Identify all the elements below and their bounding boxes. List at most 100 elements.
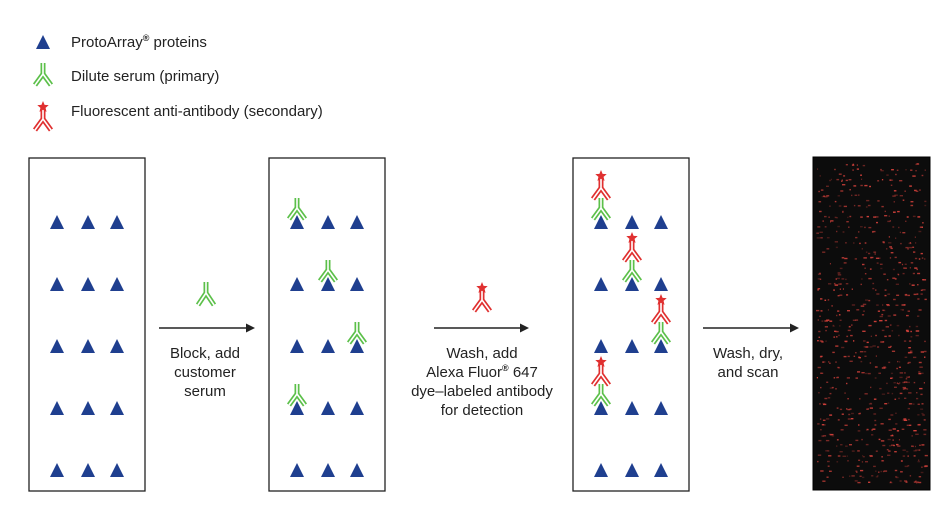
protein-triangle-icon: [321, 215, 335, 229]
added-primary-antibody-icon: [195, 282, 217, 307]
arrow-step-2: [434, 323, 529, 333]
protein-triangle-icon: [350, 401, 364, 415]
protein-triangle-icon: [81, 463, 95, 477]
fluor-star-icon: [626, 232, 638, 243]
protein-triangle-icon: [81, 339, 95, 353]
protein-triangle-icon: [594, 339, 608, 353]
protein-triangle-icon: [290, 277, 304, 291]
protein-triangle-icon: [654, 215, 668, 229]
bound-secondary-antibody-4: [590, 356, 612, 387]
protein-triangle-icon: [625, 401, 639, 415]
protein-triangle-icon: [350, 339, 364, 353]
legend-primary-antibody-icon: [32, 63, 54, 87]
protein-triangle-icon: [290, 463, 304, 477]
step-label-line: Alexa Fluor® 647: [426, 363, 538, 381]
fluor-star-icon: [37, 101, 49, 112]
protein-triangle-icon: [50, 401, 64, 415]
protein-triangle-icon: [594, 277, 608, 291]
array-panel-frame: [572, 157, 690, 492]
step-label-line: for detection: [441, 402, 524, 419]
protein-triangle-icon: [625, 277, 639, 291]
protein-triangle-icon: [321, 339, 335, 353]
scan-background: [812, 156, 931, 491]
bound-secondary-antibody-3: [650, 294, 672, 325]
protein-triangle-icon: [654, 463, 668, 477]
protein-triangle-icon: [110, 463, 124, 477]
protein-triangle-icon: [321, 401, 335, 415]
fluor-star-icon: [595, 356, 607, 367]
step-label-line: customer: [174, 364, 236, 381]
protein-triangle-icon: [50, 277, 64, 291]
array-panel-2: [268, 157, 386, 492]
protein-triangle-icon: [625, 463, 639, 477]
bound-primary-antibody-3: [650, 322, 672, 345]
protein-triangle-icon: [50, 463, 64, 477]
protein-triangle-icon: [654, 339, 668, 353]
protein-triangle-icon: [350, 215, 364, 229]
bound-primary-antibody-1: [286, 198, 308, 221]
legend-label-3: Fluorescent anti-antibody (secondary): [71, 103, 323, 120]
protein-triangle-icon: [625, 339, 639, 353]
protein-triangle-icon: [81, 215, 95, 229]
bound-primary-antibody-4: [590, 384, 612, 407]
bound-primary-antibody-4: [286, 384, 308, 407]
bound-primary-antibody-2: [317, 260, 339, 283]
step-label-line: Block, add: [170, 345, 240, 362]
bound-secondary-antibody-2: [621, 232, 643, 263]
protein-triangle-icon: [654, 401, 668, 415]
added-secondary-antibody-icon: [471, 282, 493, 313]
bound-secondary-antibody-1: [590, 170, 612, 201]
array-panel-frame: [28, 157, 146, 492]
protein-triangle-icon: [110, 401, 124, 415]
protein-triangle-icon: [110, 277, 124, 291]
protein-triangle-icon: [350, 463, 364, 477]
legend-protein-triangle-icon: [36, 35, 50, 49]
protein-triangle-icon: [594, 463, 608, 477]
legend-secondary-antibody-icon: [32, 101, 54, 132]
process-arrows: [159, 282, 799, 333]
arrow-step-1: [159, 323, 255, 333]
protein-triangle-icon: [290, 215, 304, 229]
protein-triangle-icon: [50, 215, 64, 229]
protein-triangle-icon: [350, 277, 364, 291]
bound-primary-antibody-2: [621, 260, 643, 283]
protein-triangle-icon: [290, 339, 304, 353]
protein-triangle-icon: [594, 401, 608, 415]
legend-label-1: ProtoArray® proteins: [71, 33, 207, 51]
protein-triangle-icon: [625, 215, 639, 229]
step-label-line: dye–labeled antibody: [411, 383, 553, 400]
protein-triangle-icon: [594, 215, 608, 229]
step-label-3: Wash, dry, and scan: [713, 345, 783, 381]
protein-triangle-icon: [81, 401, 95, 415]
array-panel-frame: [268, 157, 386, 492]
array-panel-1: [28, 157, 146, 492]
protein-triangle-icon: [50, 339, 64, 353]
bound-primary-antibody-1: [590, 198, 612, 221]
step-label-line: serum: [184, 383, 226, 400]
bound-primary-antibody-3: [346, 322, 368, 345]
protein-triangle-icon: [654, 277, 668, 291]
protein-triangle-icon: [110, 339, 124, 353]
protein-triangle-icon: [321, 463, 335, 477]
step-label-line: Wash, dry,: [713, 345, 783, 362]
protein-triangle-icon: [110, 215, 124, 229]
step-label-line: Wash, add: [446, 345, 517, 362]
step-label-line: and scan: [718, 364, 779, 381]
array-panel-3: [572, 157, 690, 492]
legend-label-2: Dilute serum (primary): [71, 68, 219, 85]
step-label-1: Block, add customer serum: [170, 345, 240, 400]
protein-triangle-icon: [290, 401, 304, 415]
protein-triangle-icon: [321, 277, 335, 291]
fluor-star-icon: [595, 170, 607, 181]
fluor-star-icon: [476, 282, 488, 293]
fluor-star-icon: [655, 294, 667, 305]
arrow-step-3: [703, 323, 799, 333]
scanned-array-image: [812, 156, 931, 491]
scan-fluorescent-spots: [816, 163, 928, 484]
array-panels: [28, 157, 690, 492]
